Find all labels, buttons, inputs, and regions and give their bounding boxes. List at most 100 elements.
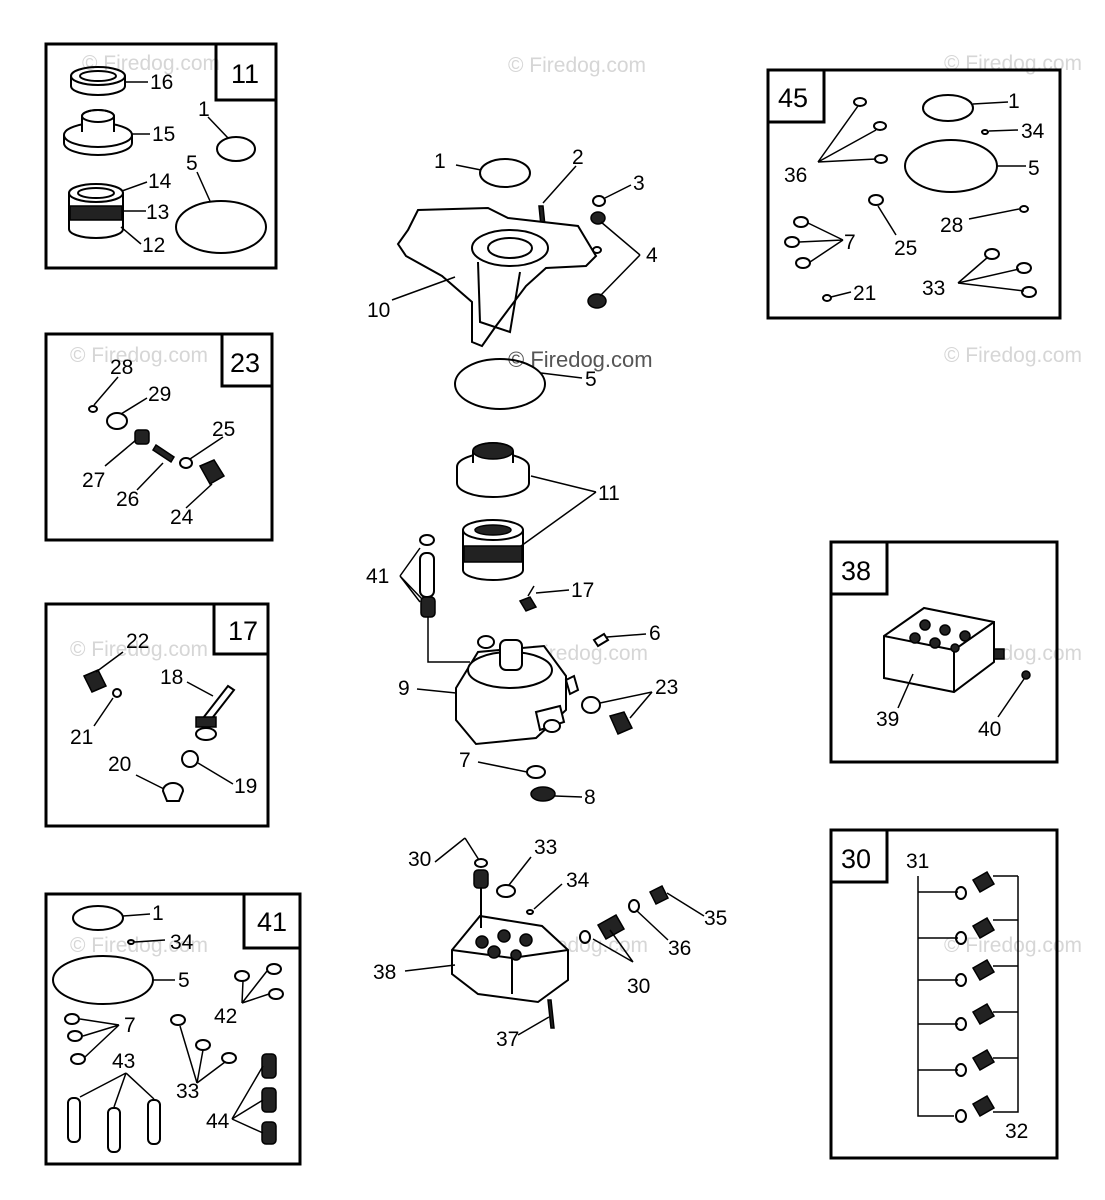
kit-box	[44, 332, 274, 542]
part-label: 21	[853, 282, 876, 305]
o-ring-part	[853, 97, 867, 107]
o-ring-part	[874, 154, 888, 164]
seal-ring-part	[79, 70, 117, 82]
o-ring-part	[984, 248, 1000, 260]
o-ring-part	[793, 216, 809, 228]
seal-stack-part	[69, 205, 123, 221]
kit-45-panel: 45 1 34 36 5 28 7 25 33 21	[766, 68, 1062, 320]
part-label: 28	[940, 214, 963, 237]
part-label: 3	[633, 172, 645, 195]
spring-part	[596, 913, 626, 941]
ball-part	[181, 750, 199, 768]
kit-box	[766, 68, 1062, 320]
o-ring-part	[175, 200, 267, 254]
valve-part	[134, 429, 150, 445]
kit-41-panel: 41 1 34 5 7 42 43 33 44	[44, 892, 302, 1166]
o-ring-part	[784, 236, 800, 248]
valve-part	[581, 696, 601, 714]
kit-box	[44, 602, 270, 828]
kit-number-box	[766, 68, 826, 124]
seal-stack-part	[463, 545, 523, 563]
part-label: 27	[82, 469, 105, 492]
bolt-part	[547, 999, 555, 1029]
part-label: 14	[148, 170, 172, 193]
nozzle-part	[195, 716, 217, 728]
part-label: 9	[398, 677, 410, 700]
plug-part	[198, 459, 226, 486]
o-ring-part	[579, 930, 591, 944]
o-ring-part	[1019, 205, 1029, 213]
part-label: 5	[186, 152, 198, 175]
o-ring-part	[526, 909, 534, 915]
part-label: 36	[668, 937, 691, 960]
part-label: 23	[655, 676, 678, 699]
center-assembly: 1 2 3 4 10 5 11 41 17 6 9 23 7 8 30 33 3…	[366, 146, 727, 1051]
part-label: 33	[922, 277, 945, 300]
part-label: 30	[408, 848, 431, 871]
part-label: 37	[496, 1028, 519, 1051]
part-label: 19	[234, 775, 257, 798]
part-label: 33	[534, 836, 557, 859]
part-label: 26	[116, 488, 139, 511]
plunger-part	[67, 1097, 81, 1143]
seal-stack-part	[474, 524, 512, 536]
valve-head-part	[929, 637, 941, 649]
part-label: 11	[598, 482, 620, 505]
washer-part	[587, 293, 607, 309]
o-ring-part	[127, 939, 135, 945]
part-label: 40	[978, 718, 1001, 741]
valve-head-part	[919, 619, 931, 631]
kit-number: 30	[841, 844, 871, 874]
o-ring-part	[981, 129, 989, 135]
part-label: 25	[212, 418, 235, 441]
part-label: 31	[906, 850, 929, 873]
seal-stack-part	[77, 187, 115, 199]
o-ring-part	[628, 899, 640, 913]
part-label: 10	[367, 299, 390, 322]
valve-head-part	[883, 606, 995, 694]
o-ring-part	[479, 158, 531, 188]
washer-part	[592, 195, 606, 207]
o-ring-part	[474, 858, 488, 868]
o-ring-part	[216, 136, 256, 162]
part-label: 22	[126, 630, 149, 653]
manifold-part	[564, 674, 580, 696]
watermark-center: © Firedog.com	[508, 347, 653, 372]
screw-part	[82, 669, 108, 693]
part-label: 18	[160, 666, 183, 689]
plunger-part	[419, 552, 435, 598]
o-ring-part	[795, 257, 811, 269]
watermarks: © Firedog.com © Firedog.com © Firedog.co…	[70, 52, 1082, 957]
part-label: 38	[373, 961, 396, 984]
valve-spring-set	[955, 870, 996, 1123]
kit-number-box	[242, 892, 302, 950]
o-ring-part	[822, 294, 832, 302]
kit-11-panel: 11 16 15 14 13 12 1 5	[44, 42, 278, 270]
o-ring-part	[221, 1052, 237, 1064]
watermark: © Firedog.com	[70, 638, 208, 661]
part-label: 34	[170, 931, 194, 954]
part-label: 1	[1008, 90, 1020, 113]
kit-number: 45	[778, 83, 808, 113]
part-label: 12	[142, 234, 165, 257]
o-ring-part	[234, 970, 250, 982]
kit-box	[44, 892, 302, 1166]
kit-box	[829, 540, 1059, 764]
kit-box	[829, 828, 1059, 1160]
seal-part	[473, 869, 489, 889]
pump-housing-part	[471, 229, 549, 267]
valve-head-part	[959, 630, 971, 642]
part-label: 20	[108, 753, 131, 776]
part-label: 35	[704, 907, 727, 930]
manifold-part	[543, 719, 561, 733]
kit-number: 11	[231, 59, 259, 89]
part-label: 7	[844, 231, 856, 254]
part-label: 2	[572, 146, 584, 169]
manifold-part	[477, 635, 495, 649]
o-ring-part	[454, 358, 546, 410]
o-ring-part	[52, 955, 154, 1005]
part-label: 4	[646, 244, 658, 267]
part-label: 44	[206, 1110, 230, 1133]
retainer-part	[81, 109, 115, 123]
